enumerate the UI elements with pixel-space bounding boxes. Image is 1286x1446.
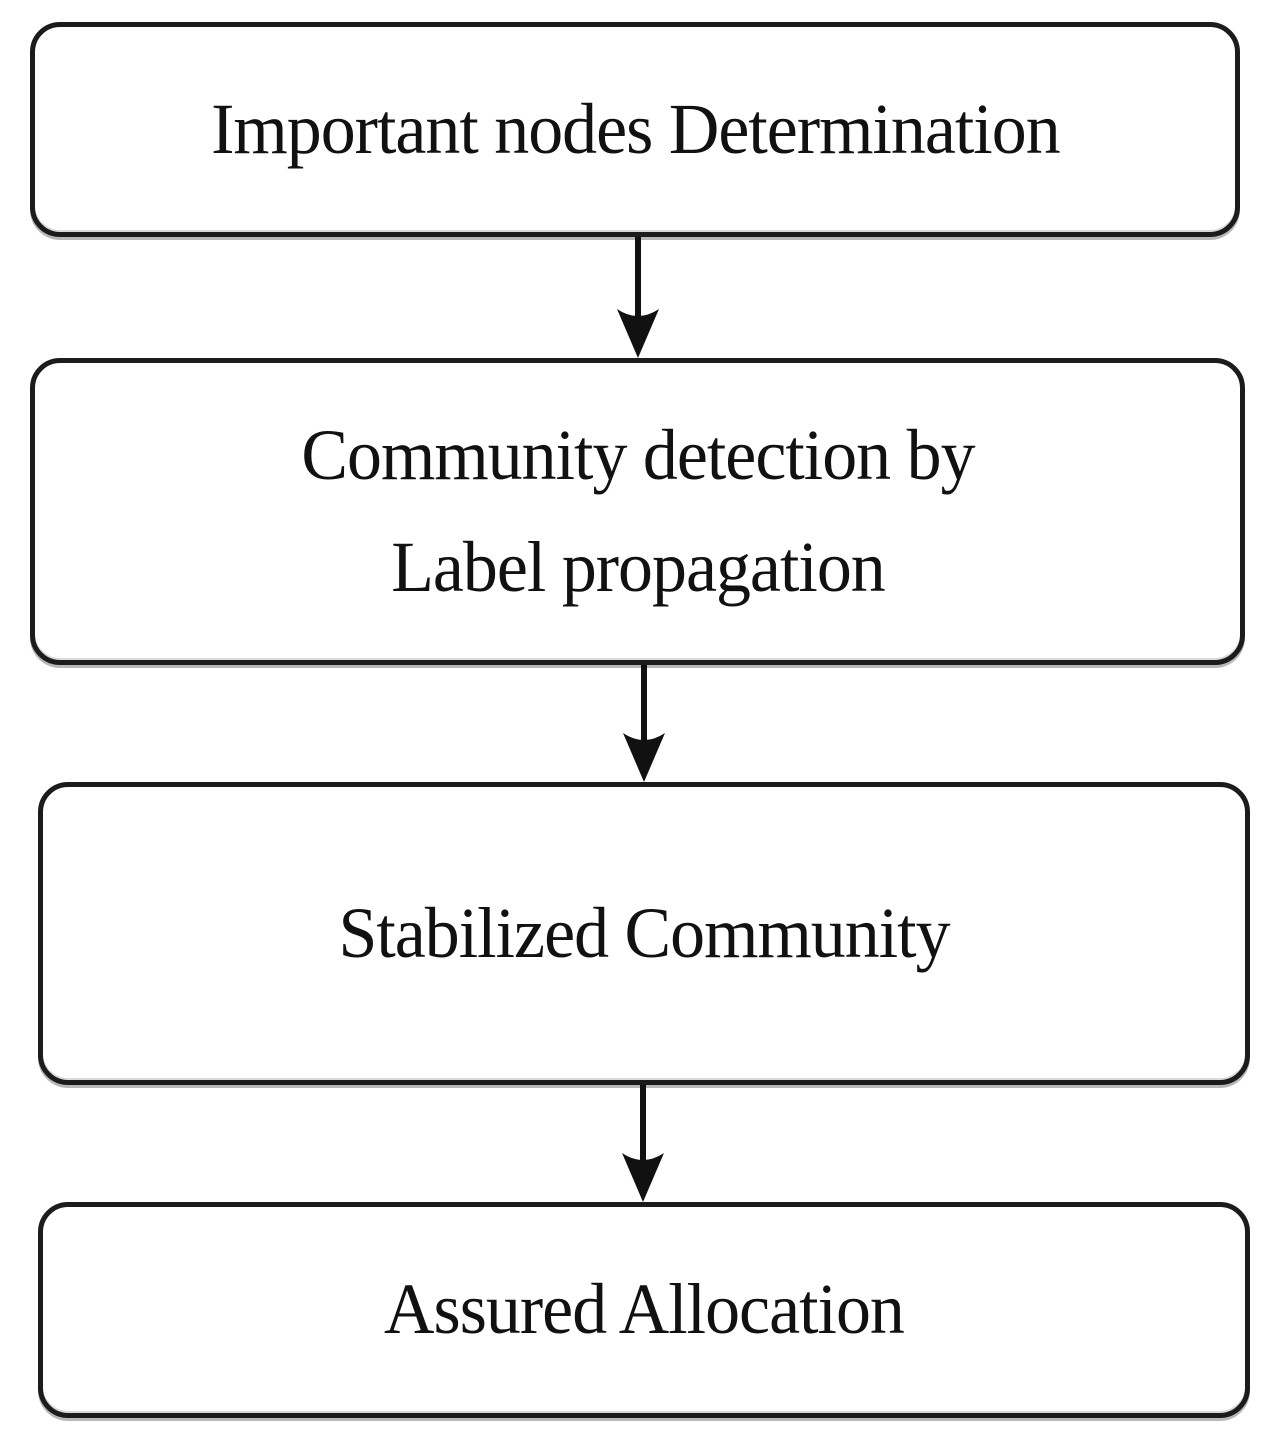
- arrow-down-3-icon: [622, 1085, 664, 1202]
- node-important-nodes-determination-label: Important nodes Determination: [210, 88, 1060, 169]
- arrow-down-2-icon: [623, 665, 665, 782]
- node-stabilized-community-label: Stabilized Community: [338, 892, 950, 973]
- node-assured-allocation-label: Assured Allocation: [384, 1269, 905, 1350]
- node-stabilized-community: Stabilized Community: [38, 782, 1250, 1085]
- arrow-down-1-icon: [617, 237, 659, 358]
- node-assured-allocation: Assured Allocation: [38, 1202, 1250, 1418]
- node-community-detection-by-label-propagation: Community detection by Label propagation: [30, 358, 1245, 665]
- node-community-detection-by-label-propagation-label: Community detection by Label propagation: [300, 414, 975, 607]
- node-important-nodes-determination: Important nodes Determination: [30, 22, 1240, 237]
